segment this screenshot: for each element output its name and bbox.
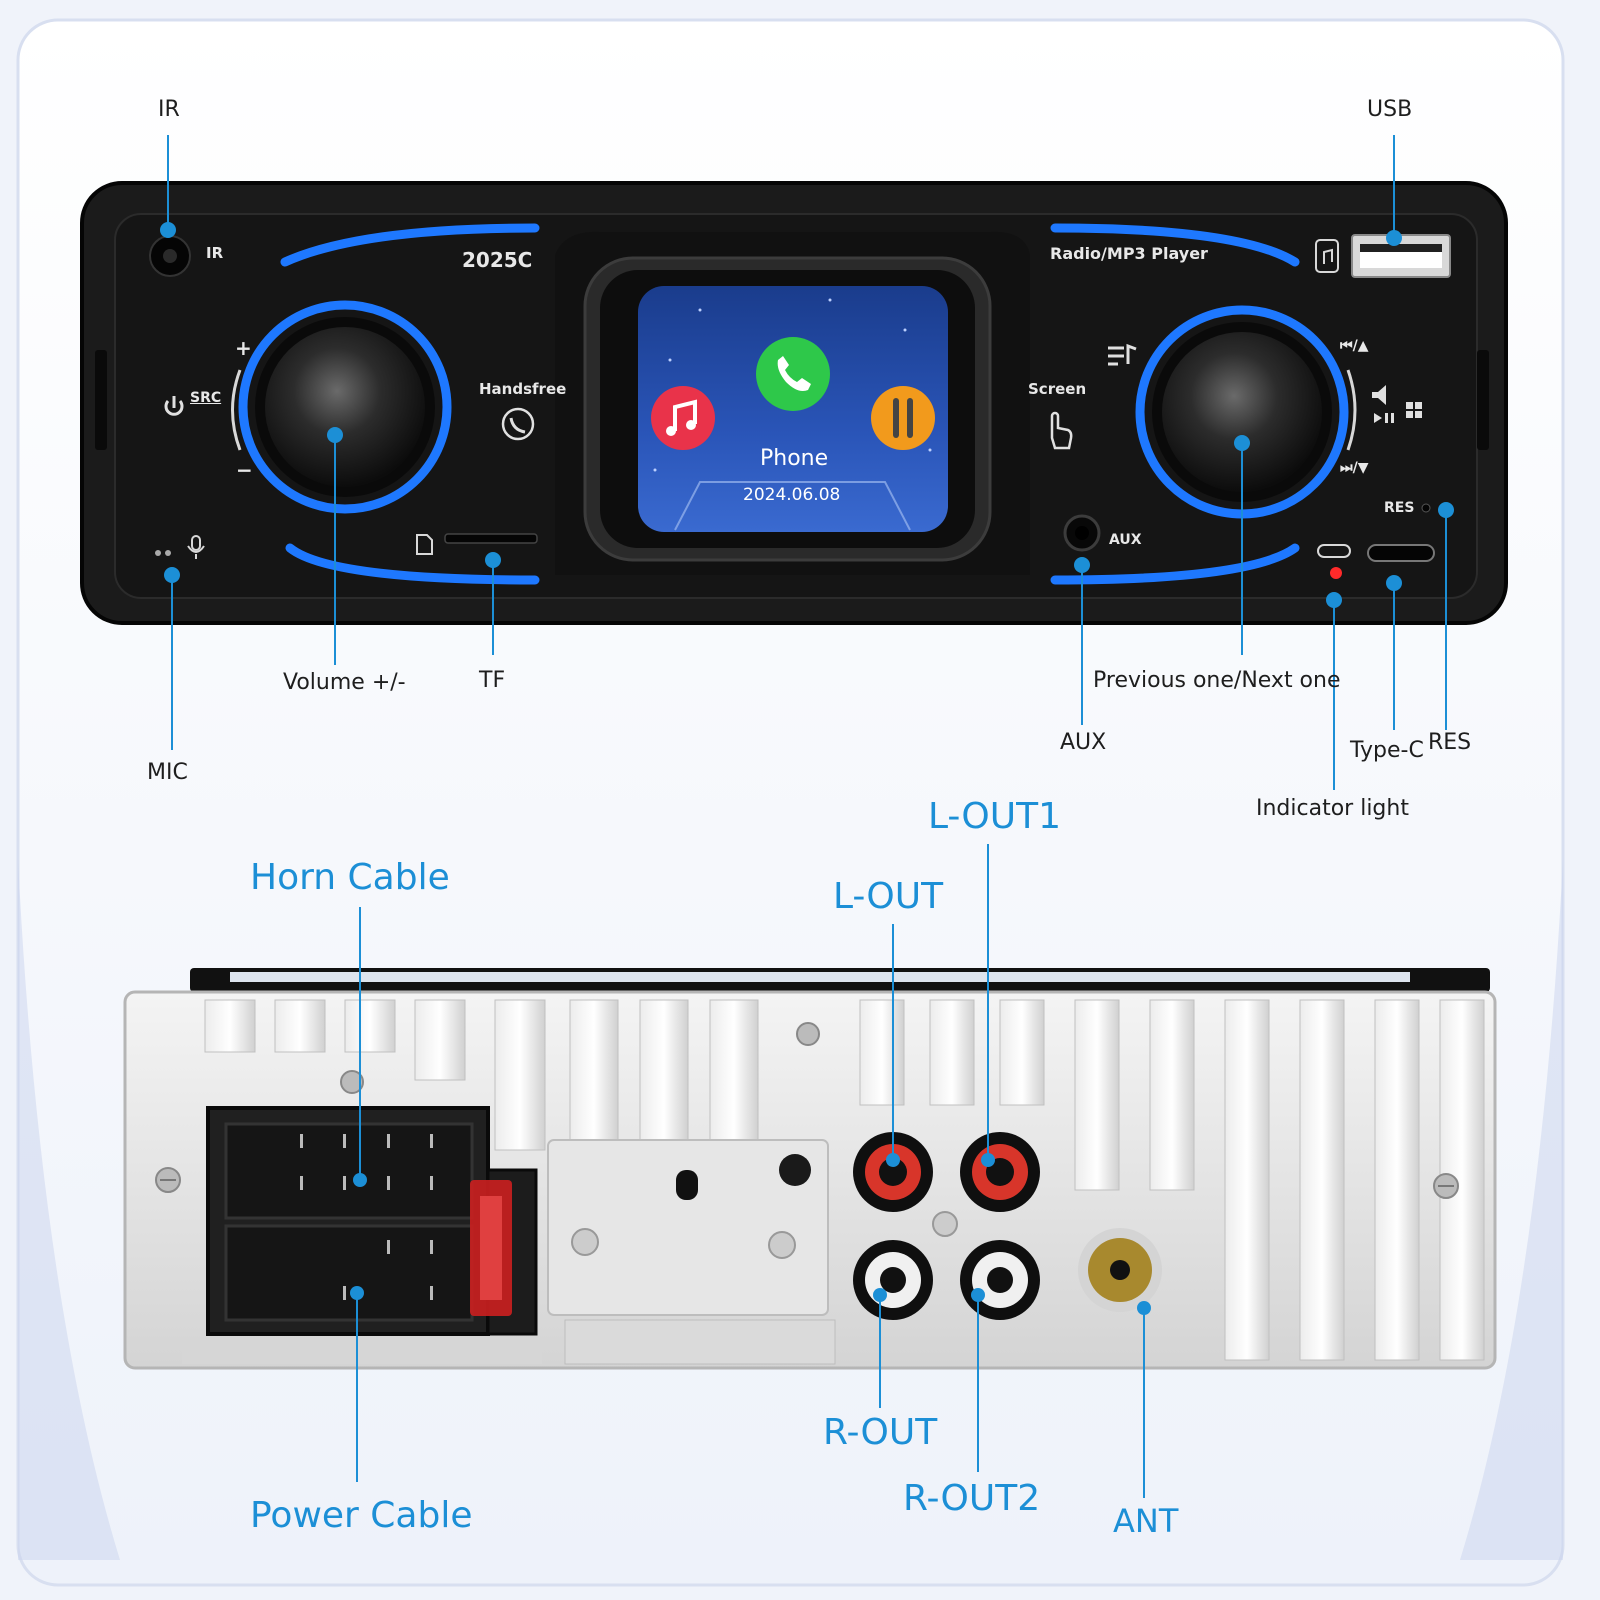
callout-dots bbox=[160, 222, 1454, 1315]
label-prev-next: Previous one/Next one bbox=[1093, 668, 1341, 693]
accent-arc-top-right bbox=[1050, 223, 1300, 267]
accent-arc-bottom-right bbox=[1050, 543, 1300, 585]
panel-next-mark: ⏭/▼ bbox=[1340, 460, 1369, 476]
handsfree-icon[interactable] bbox=[501, 407, 535, 441]
menu-grid-icon[interactable] bbox=[1406, 402, 1422, 418]
panel-src-mark: SRC bbox=[190, 390, 222, 406]
label-tf: TF bbox=[479, 668, 506, 693]
mount-slot bbox=[676, 1170, 698, 1200]
screw bbox=[340, 1070, 364, 1094]
rear-panel bbox=[123, 968, 1497, 1370]
label-volume: Volume +/- bbox=[283, 670, 406, 695]
tf-card-slot[interactable] bbox=[416, 533, 538, 555]
label-r-out: R-OUT bbox=[823, 1412, 938, 1453]
panel-res-mark: RES bbox=[1384, 500, 1415, 516]
usb-music-icon bbox=[1315, 239, 1339, 273]
label-usb: USB bbox=[1367, 97, 1413, 122]
aux-cable-app-icon[interactable] bbox=[871, 386, 935, 450]
panel-ir-mark: IR bbox=[206, 244, 224, 262]
accent-arc-bottom-left bbox=[285, 543, 540, 585]
mic-icon bbox=[155, 535, 205, 559]
screw bbox=[155, 1167, 181, 1193]
label-aux: AUX bbox=[1060, 730, 1107, 755]
rca-r-out[interactable] bbox=[853, 1240, 933, 1320]
panel-model: 2025C bbox=[462, 248, 533, 272]
aux-jack[interactable] bbox=[1063, 514, 1101, 552]
label-type-c: Type-C bbox=[1350, 738, 1424, 763]
power-icon[interactable] bbox=[164, 396, 184, 416]
fuse bbox=[470, 1180, 512, 1316]
playlist-icon[interactable] bbox=[1108, 343, 1137, 366]
indicator-light bbox=[1330, 567, 1342, 579]
frame-shade-right bbox=[1460, 860, 1563, 1560]
screw bbox=[768, 1231, 796, 1259]
accent-arc-top-left bbox=[280, 223, 540, 267]
mute-play-icon[interactable] bbox=[1372, 385, 1394, 423]
label-ir: IR bbox=[158, 97, 180, 122]
label-r-out2: R-OUT2 bbox=[903, 1478, 1041, 1519]
volume-arc-arrow bbox=[231, 369, 242, 451]
track-knob[interactable] bbox=[1135, 305, 1349, 519]
label-indicator: Indicator light bbox=[1256, 796, 1409, 821]
mount-hole bbox=[779, 1154, 811, 1186]
frame-shade-left bbox=[18, 860, 120, 1560]
panel-plus-mark: + bbox=[235, 336, 252, 360]
display-screen[interactable] bbox=[638, 286, 948, 532]
label-power-cable: Power Cable bbox=[250, 1495, 473, 1536]
callout-lines bbox=[167, 135, 1447, 1498]
screw bbox=[1433, 1173, 1459, 1199]
panel-handsfree-mark: Handsfree bbox=[479, 380, 567, 398]
screw bbox=[796, 1022, 820, 1046]
music-app-icon[interactable] bbox=[651, 386, 715, 450]
track-arc-arrow bbox=[1346, 369, 1357, 451]
label-ant: ANT bbox=[1113, 1502, 1179, 1540]
panel-aux-mark: AUX bbox=[1109, 532, 1142, 548]
screen-app-label: Phone bbox=[760, 446, 829, 471]
label-mic: MIC bbox=[147, 760, 188, 785]
volume-knob[interactable] bbox=[238, 300, 452, 514]
touch-icon[interactable] bbox=[1050, 411, 1073, 450]
antenna-port[interactable] bbox=[1078, 1228, 1162, 1312]
panel-prev-mark: ⏮/▲ bbox=[1340, 338, 1369, 354]
rca-l-out1[interactable] bbox=[960, 1132, 1040, 1212]
panel-subtitle: Radio/MP3 Player bbox=[1050, 244, 1208, 263]
screw bbox=[932, 1211, 958, 1237]
label-l-out: L-OUT bbox=[833, 876, 944, 917]
label-res: RES bbox=[1428, 730, 1472, 755]
label-horn-cable: Horn Cable bbox=[250, 857, 450, 898]
phone-app-icon[interactable] bbox=[756, 337, 830, 411]
label-l-out1: L-OUT1 bbox=[928, 796, 1061, 837]
rca-r-out2[interactable] bbox=[960, 1240, 1040, 1320]
screw bbox=[571, 1228, 599, 1256]
reset-hole[interactable] bbox=[1421, 503, 1431, 513]
screen-date: 2024.06.08 bbox=[743, 485, 841, 505]
panel-minus-mark: − bbox=[236, 458, 253, 482]
rca-l-out[interactable] bbox=[853, 1132, 933, 1212]
type-c-port[interactable] bbox=[1317, 544, 1435, 562]
panel-screen-mark: Screen bbox=[1028, 380, 1087, 398]
